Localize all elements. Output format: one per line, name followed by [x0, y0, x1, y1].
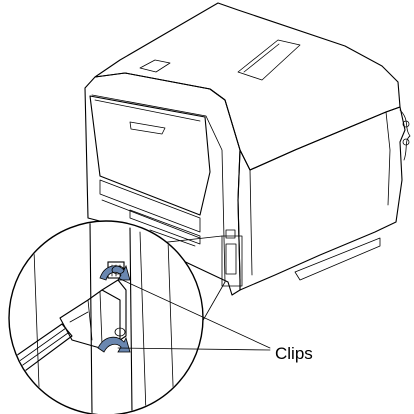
- magnifier-circle: [8, 220, 204, 414]
- clips-label: Clips: [275, 344, 313, 363]
- clips-callout: Clips: [117, 277, 313, 363]
